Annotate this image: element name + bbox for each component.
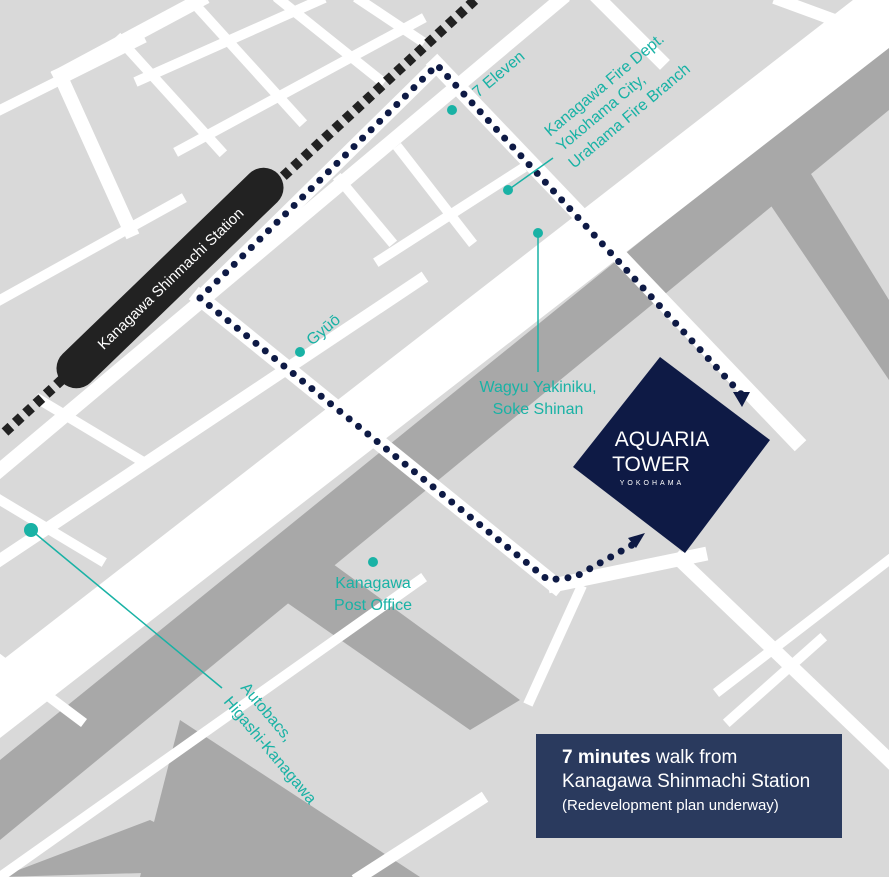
building-sub: YOKOHAMA (620, 480, 684, 487)
aquaria-tower[interactable]: AQUARIA TOWER YOKOHAMA (573, 357, 770, 553)
landmark-label: Post Office (334, 597, 412, 614)
building-name-line2: TOWER (612, 453, 690, 476)
dark-band (0, 40, 889, 877)
landmark-label: Kanagawa (335, 575, 411, 592)
landmark-post-office[interactable]: Kanagawa Post Office (334, 557, 412, 614)
redevelopment-note: (Redevelopment plan underway) (562, 797, 779, 814)
landmark-label: Wagyu Yakiniku, (479, 379, 596, 396)
route-arrow-icon (628, 533, 645, 548)
walk-station: Kanagawa Shinmachi Station (562, 771, 811, 792)
building-name-line1: AQUARIA (615, 428, 710, 451)
walk-time-info-box: 7 minutes walk from Kanagawa Shinmachi S… (536, 734, 842, 838)
walk-from: walk from (650, 747, 738, 768)
route-arrow-icon (733, 392, 750, 407)
landmark-label: Soke Shinan (493, 401, 584, 418)
walking-route (196, 59, 746, 584)
walk-time: 7 minutes (562, 747, 651, 768)
landmark-wagyu[interactable]: Wagyu Yakiniku, Soke Shinan (479, 228, 597, 418)
